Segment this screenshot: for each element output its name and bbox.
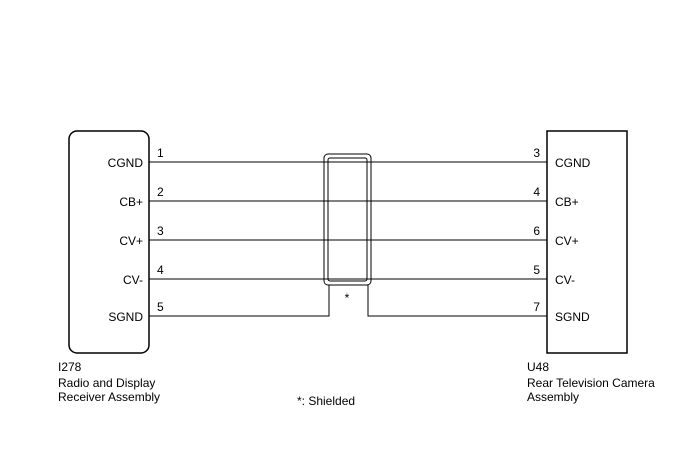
- right-signal-4: CV-: [555, 273, 575, 287]
- right-pin-4: 5: [533, 263, 540, 277]
- right-pin-3: 6: [533, 224, 540, 238]
- right-connector-name-line2: Assembly: [527, 390, 579, 404]
- shield-marker: *: [345, 291, 350, 305]
- shield-inner: [327, 157, 368, 282]
- left-pin-1: 1: [157, 146, 164, 160]
- left-signal-2: CB+: [119, 195, 143, 209]
- right-connector-name-line1: Rear Television Camera: [527, 376, 655, 390]
- left-pin-4: 4: [157, 263, 164, 277]
- right-signal-3: CV+: [555, 234, 579, 248]
- left-pin-5: 5: [157, 300, 164, 314]
- right-connector-box: [546, 130, 628, 354]
- left-connector-box: [68, 130, 150, 354]
- right-connector-code: U48: [527, 360, 549, 374]
- right-pin-2: 4: [533, 185, 540, 199]
- wire-5-drain-left: [149, 285, 330, 317]
- left-signal-3: CV+: [119, 234, 143, 248]
- right-signal-5: SGND: [555, 310, 590, 324]
- right-signal-1: CGND: [555, 156, 591, 170]
- right-pin-5: 7: [533, 300, 540, 314]
- left-pin-3: 3: [157, 224, 164, 238]
- left-connector-code: I278: [58, 360, 82, 374]
- left-connector-name-line1: Radio and Display: [58, 376, 155, 390]
- left-connector-name-line2: Receiver Assembly: [58, 390, 160, 404]
- left-signal-4: CV-: [123, 273, 143, 287]
- right-pin-1: 3: [533, 146, 540, 160]
- wire-5-drain-right: [367, 285, 547, 317]
- left-pin-2: 2: [157, 185, 164, 199]
- left-signal-5: SGND: [108, 310, 143, 324]
- left-signal-1: CGND: [108, 156, 144, 170]
- right-signal-2: CB+: [555, 195, 579, 209]
- shield-note: *: Shielded: [297, 394, 355, 408]
- shield-outer: [323, 153, 372, 286]
